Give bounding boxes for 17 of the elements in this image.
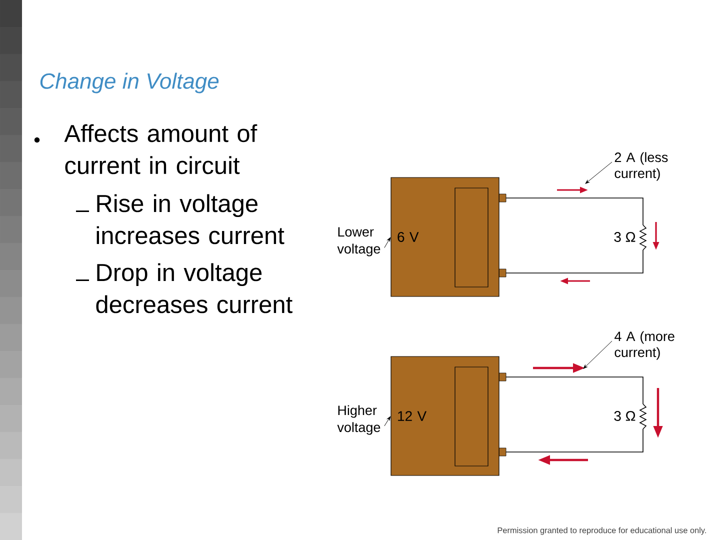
battery-box: 6 V	[390, 177, 500, 297]
bullet-text: Drop in voltage decreases current	[96, 263, 292, 314]
callout-text: 2 A (less current)	[614, 152, 668, 181]
leader-line	[583, 340, 612, 369]
callout-text: 4 A (more current)	[614, 331, 674, 360]
footer-note: Permission granted to reproduce for educational use only.	[498, 527, 706, 535]
callout-text: Lower voltage	[337, 227, 380, 256]
leader-line	[585, 162, 612, 184]
title: Change in Voltage	[40, 72, 219, 94]
callout-text: Higher voltage	[337, 405, 380, 435]
battery-box: 12 V	[390, 356, 500, 476]
bullet-text: Rise in voltage increases current	[96, 194, 284, 244]
bullet-text: Affects amount of current in circuit	[64, 124, 258, 174]
resistance-label: 3 Ω	[614, 411, 636, 421]
leader-line	[384, 237, 391, 248]
resistance-label: 3 Ω	[614, 232, 636, 242]
leader-line	[384, 416, 391, 426]
